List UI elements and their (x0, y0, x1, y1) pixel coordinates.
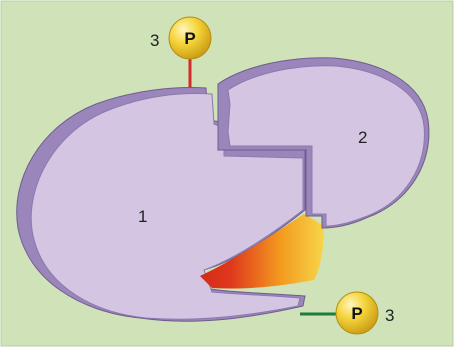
phosphate-ball-icon: P (168, 16, 212, 60)
domain-1-label: 1 (138, 207, 147, 226)
phosphate-bottom-number: 3 (385, 306, 394, 325)
phosphate-ball-icon: P (335, 291, 379, 335)
domain-1-face (30, 93, 304, 320)
active-site-heat (200, 214, 324, 289)
phosphate-top-number: 3 (150, 31, 159, 50)
phosphate-bottom-letter: P (351, 304, 362, 323)
phosphate-top-letter: P (184, 29, 195, 48)
domain-2-label: 2 (358, 128, 367, 147)
domain-2-face (227, 65, 425, 227)
